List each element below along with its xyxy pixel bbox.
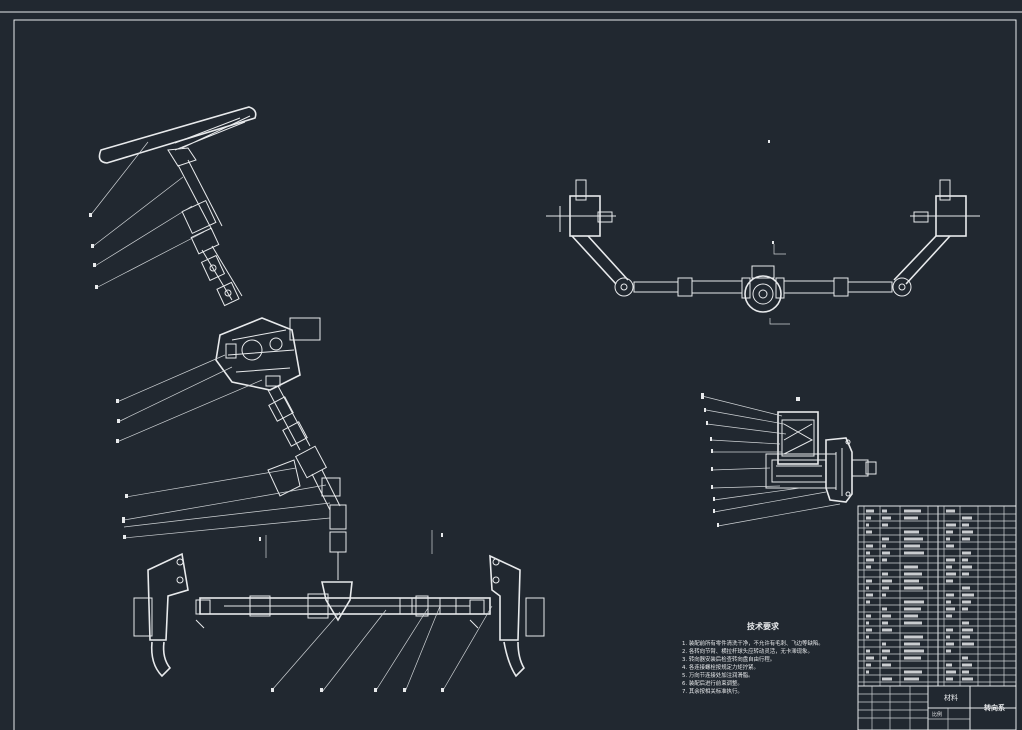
top-view-linkage [546, 140, 980, 325]
title-block: 材料 转向系 比例 [857, 685, 1017, 730]
tech-req-line-6: 6. 装配后进行前束调整。 [682, 679, 743, 687]
drawing-frame [0, 11, 1022, 730]
front-axle-linkage [133, 552, 545, 678]
parts-list-table [857, 505, 1017, 687]
tech-req-line-5: 5. 万向节连接处加注润滑脂。 [682, 671, 754, 679]
material-label: 材料 [944, 693, 958, 702]
tech-req-line-7: 7. 其余按相关标准执行。 [682, 687, 743, 695]
steering-assembly-view [89, 106, 545, 693]
tech-req-line-1: 1. 装配前所有零件清洗干净，不允许有毛刺、飞边等缺陷。 [682, 639, 824, 647]
tech-req-line-3: 3. 转向器安装后检查转向盘自由行程。 [682, 655, 775, 663]
angle-gearbox [215, 317, 321, 391]
leader-lines-left [89, 141, 493, 693]
steering-wheel [98, 106, 257, 164]
tech-requirements-title: 技术要求 [747, 621, 780, 631]
scale-label: 比例 [932, 711, 942, 718]
steering-column [167, 147, 243, 307]
tech-req-line-2: 2. 各转向节臂、横拉杆球头应转动灵活，无卡滞现象。 [682, 647, 813, 655]
steering-gear-section [701, 393, 877, 527]
technical-requirements: 技术要求 1. 装配前所有零件清洗干净，不允许有毛刺、飞边等缺陷。 2. 各转向… [682, 621, 824, 695]
intermediate-shaft [267, 385, 347, 580]
tech-req-line-4: 4. 各连接螺栓按规定力矩拧紧。 [682, 663, 759, 671]
drawing-name: 转向系 [984, 703, 1005, 712]
